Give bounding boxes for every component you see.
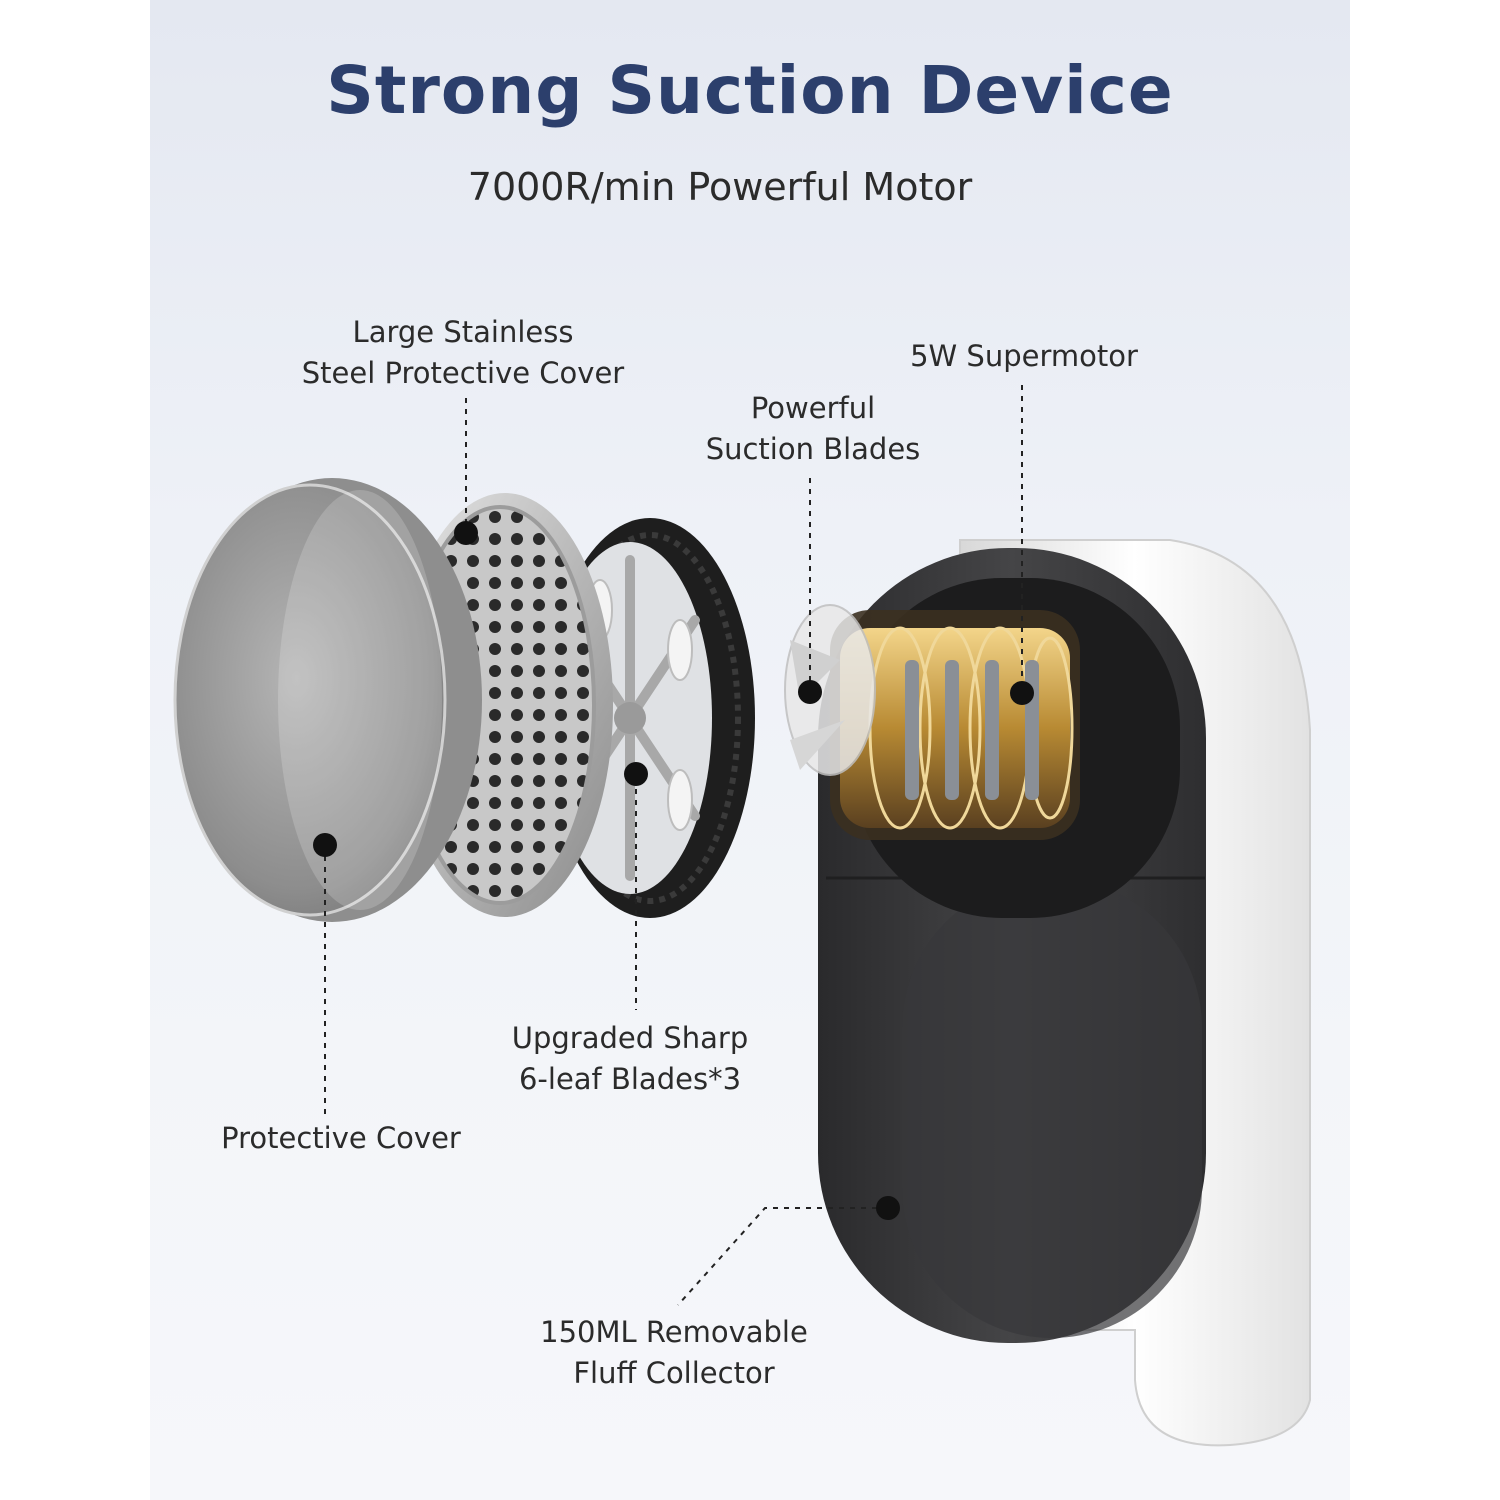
label-fluff-collector-line1: 150ML Removable [540, 1315, 808, 1349]
marker-suction-blades [798, 680, 822, 704]
label-steel-cover-line1: Large Stainless [352, 315, 574, 349]
suction-blades [784, 604, 876, 776]
label-sharp-blades-line2: 6-leaf Blades*3 [518, 1062, 742, 1096]
label-sharp-blades: Upgraded Sharp 6-leaf Blades*3 [502, 1018, 758, 1100]
label-suction-blades-line2: Suction Blades [705, 432, 921, 466]
supermotor [830, 610, 1080, 840]
label-supermotor-line1: 5W Supermotor [910, 339, 1138, 373]
label-steel-cover-line2: Steel Protective Cover [301, 356, 625, 390]
marker-sharp-blades [624, 762, 648, 786]
page-subtitle: 7000R/min Powerful Motor [467, 165, 973, 209]
label-fluff-collector-line2: Fluff Collector [573, 1356, 775, 1390]
label-sharp-blades-line1: Upgraded Sharp [511, 1021, 749, 1055]
marker-protective-cover [313, 833, 337, 857]
marker-steel-cover [454, 521, 478, 545]
marker-fluff-collector [876, 1196, 900, 1220]
label-protective-cover-line1: Protective Cover [221, 1121, 461, 1155]
page-title: Strong Suction Device [326, 52, 1174, 129]
leader-fluff-collector [677, 1207, 888, 1306]
label-fluff-collector: 150ML Removable Fluff Collector [530, 1312, 818, 1394]
marker-supermotor [1010, 681, 1034, 705]
label-supermotor: 5W Supermotor [900, 336, 1148, 377]
protective-cover [173, 478, 482, 922]
label-steel-cover: Large Stainless Steel Protective Cover [290, 312, 636, 394]
label-suction-blades: Powerful Suction Blades [700, 388, 926, 470]
label-suction-blades-line1: Powerful [750, 391, 876, 425]
label-protective-cover: Protective Cover [212, 1118, 470, 1159]
